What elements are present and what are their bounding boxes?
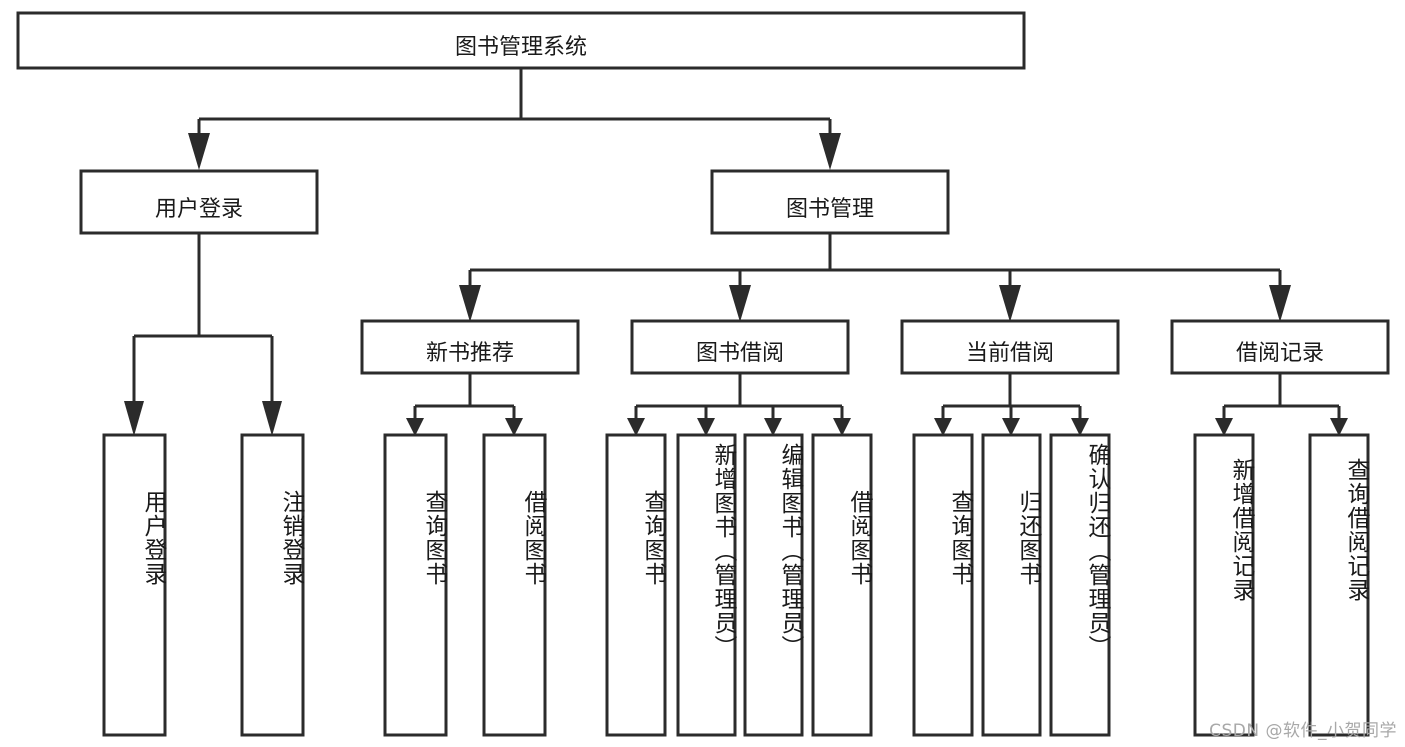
- node-leaf-return-book-box[interactable]: [981, 433, 1042, 737]
- node-leaf-query-record-box[interactable]: [1308, 433, 1370, 737]
- arrow-to-new-book-recommend: [459, 285, 481, 322]
- arrow-to-book-management: [819, 133, 841, 170]
- node-user-login-box[interactable]: [79, 169, 319, 235]
- node-leaf-query-book-3-box[interactable]: [912, 433, 974, 737]
- node-current-borrow-box[interactable]: [900, 319, 1120, 375]
- arrow-to-leaf-add-book: [697, 418, 715, 436]
- arrow-to-leaf-confirm-return: [1071, 418, 1089, 436]
- edges-group: [132, 68, 1341, 420]
- arrow-to-leaf-add-record: [1215, 418, 1233, 436]
- arrow-to-leaf-user-login: [124, 401, 144, 436]
- arrow-to-leaf-query-book-3: [934, 418, 952, 436]
- node-leaf-user-login-box[interactable]: [102, 433, 167, 737]
- node-book-management-box[interactable]: [710, 169, 950, 235]
- arrow-to-current-borrow: [999, 285, 1021, 322]
- arrow-to-leaf-edit-book: [764, 418, 782, 436]
- node-leaf-query-book-2-box[interactable]: [605, 433, 667, 737]
- node-new-book-recommend-box[interactable]: [360, 319, 580, 375]
- csdn-watermark: CSDN @软件_小贺同学: [1209, 721, 1397, 741]
- node-leaf-borrow-book-2-box[interactable]: [811, 433, 873, 737]
- node-leaf-confirm-return-box[interactable]: [1049, 433, 1111, 737]
- node-book-borrow-box[interactable]: [630, 319, 850, 375]
- arrow-to-book-borrow: [729, 285, 751, 322]
- arrow-to-leaf-logout-login: [262, 401, 282, 436]
- node-leaf-add-record-box[interactable]: [1193, 433, 1255, 737]
- node-leaf-logout-login-box[interactable]: [240, 433, 305, 737]
- arrowheads-group: [124, 133, 1348, 436]
- arrow-to-borrow-record: [1269, 285, 1291, 322]
- node-leaf-add-book-box[interactable]: [676, 433, 737, 737]
- node-borrow-record-box[interactable]: [1170, 319, 1390, 375]
- nodes-group: [16, 11, 1390, 737]
- arrow-to-leaf-query-record: [1330, 418, 1348, 436]
- arrow-to-leaf-borrow-book-1: [505, 418, 523, 436]
- node-root-box[interactable]: [16, 11, 1026, 70]
- node-leaf-query-book-1-box[interactable]: [383, 433, 448, 737]
- arrow-to-leaf-query-book-2: [627, 418, 645, 436]
- arrow-to-leaf-query-book-1: [406, 418, 424, 436]
- arrow-to-leaf-return-book: [1002, 418, 1020, 436]
- node-leaf-borrow-book-1-box[interactable]: [482, 433, 547, 737]
- arrow-to-user-login: [188, 133, 210, 170]
- node-leaf-edit-book-box[interactable]: [743, 433, 804, 737]
- arrow-to-leaf-borrow-book-2: [833, 418, 851, 436]
